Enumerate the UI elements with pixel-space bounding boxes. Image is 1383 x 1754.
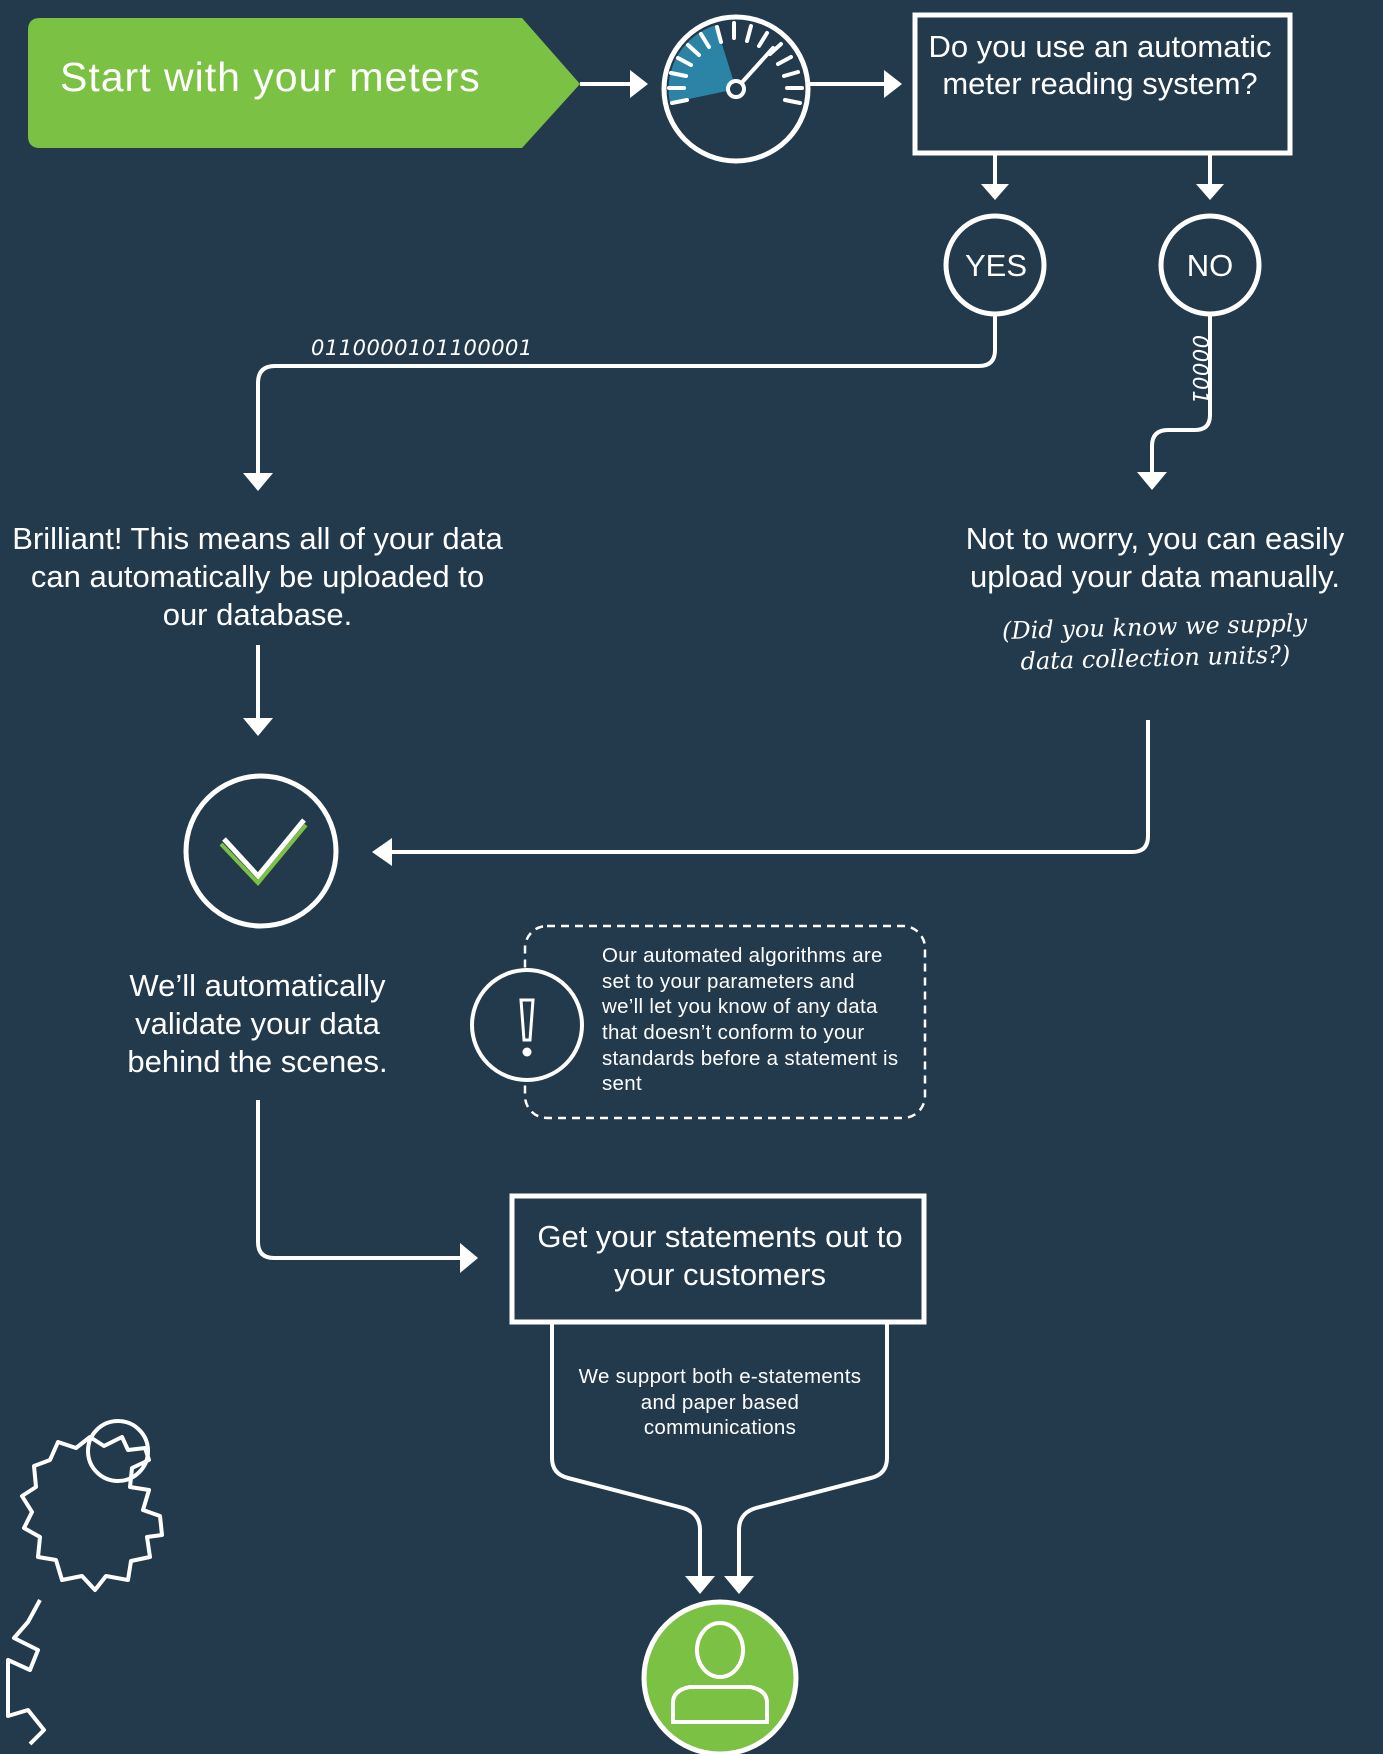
no-label: NO (1186, 248, 1234, 283)
no-path-line (1150, 314, 1212, 474)
no-branch-text: Not to worry, you can easily upload your… (965, 521, 1345, 595)
binary-yes-code: 0110000101100001 (311, 336, 533, 360)
funnel-line-right (737, 1322, 889, 1578)
yes-label: YES (964, 248, 1028, 283)
customer-icon (641, 1599, 799, 1754)
speedometer-icon (661, 14, 811, 164)
exclamation-icon (470, 968, 584, 1082)
statements-support-text: We support both e-statements and paper b… (578, 1365, 862, 1440)
statements-label: Get your statements out to your customer… (537, 1219, 903, 1293)
start-label: Start with your meters (60, 54, 481, 100)
no-branch-note: (Did you know we supply data collection … (1001, 609, 1308, 676)
funnel-line-left (550, 1322, 702, 1578)
start-banner[interactable] (28, 18, 580, 148)
checkmark-icon (183, 773, 339, 929)
gear-icon (6, 1419, 164, 1746)
statements-box (509, 1193, 927, 1325)
yes-path-line (256, 314, 997, 475)
question-box (912, 12, 1293, 156)
yes-branch-text: Brilliant! This means all of your data c… (12, 521, 503, 633)
algorithms-text: Our automated algorithms are set to your… (602, 944, 899, 1096)
no-return-line (390, 720, 1150, 854)
question-label: Do you use an automatic meter reading sy… (928, 29, 1272, 102)
validate-path-line (256, 1100, 462, 1260)
binary-no-code: 00001 (1188, 335, 1212, 405)
validate-text: We’ll automatically validate your data b… (127, 968, 388, 1080)
